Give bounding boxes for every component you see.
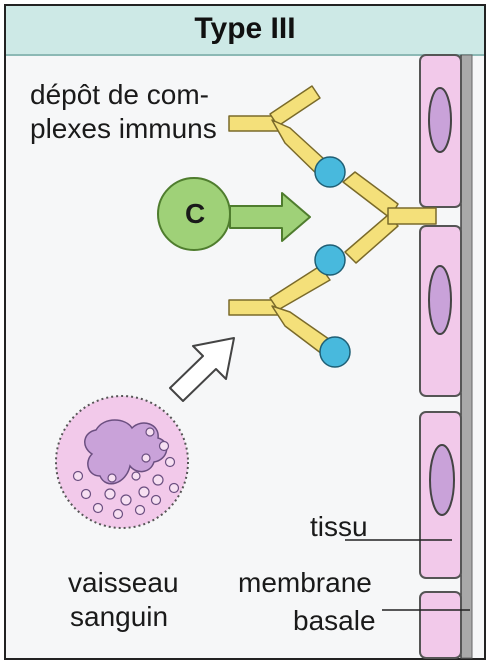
vessel-label-line1: vaisseau <box>68 566 179 600</box>
complement-label: C <box>185 197 205 231</box>
tissue-cell-icon <box>420 55 461 207</box>
neutrophil-icon <box>56 396 188 528</box>
membrane-label-line1: membrane <box>238 566 372 600</box>
tissue-cell-icon <box>420 412 461 578</box>
membrane-label-line2: basale <box>293 604 376 638</box>
complement-icon <box>158 178 310 250</box>
tissue-cell-icon <box>420 226 461 396</box>
tissue-cell-icon <box>420 592 461 658</box>
basal-membrane <box>461 55 472 658</box>
deposit-label-line1: dépôt de com- <box>30 78 209 112</box>
tissue-label: tissu <box>310 510 368 544</box>
arrow-icon <box>230 193 310 241</box>
deposit-label-line2: plexes immuns <box>30 112 217 146</box>
vessel-label-line2: sanguin <box>70 600 168 634</box>
arrow-icon <box>170 338 234 401</box>
